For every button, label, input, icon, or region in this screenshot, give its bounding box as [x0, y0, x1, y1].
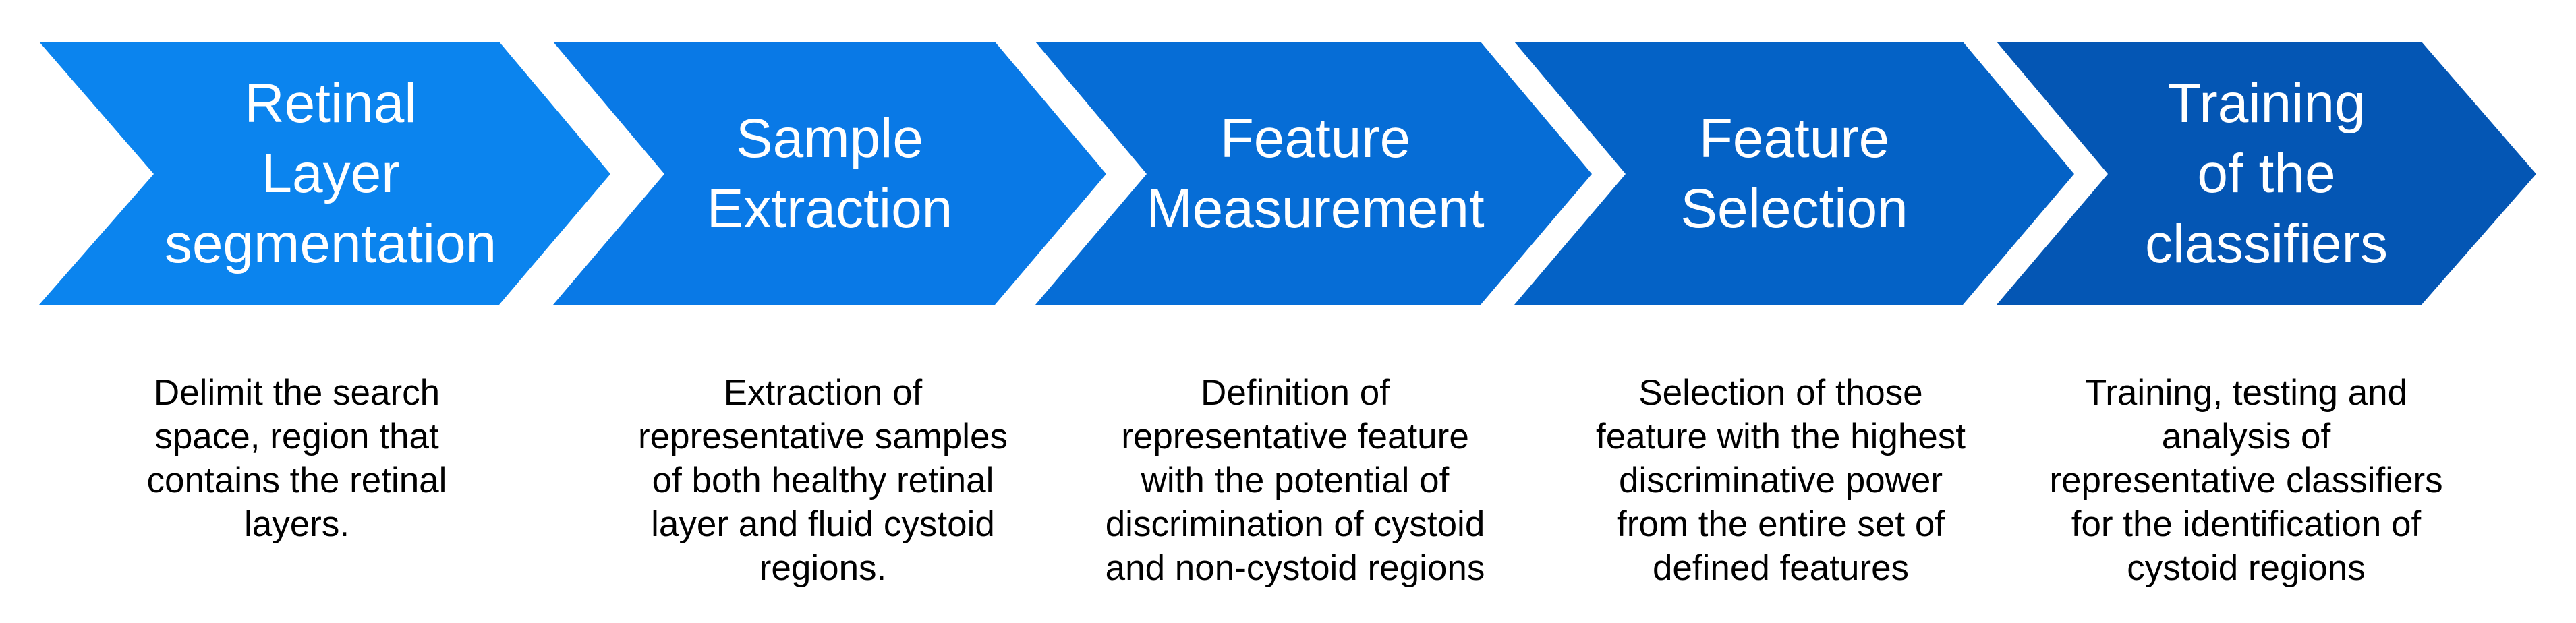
step-1-chevron: [39, 42, 610, 305]
step-2-title: Sample Extraction: [706, 107, 953, 239]
step-5-title: Training of the classifiers: [2145, 72, 2388, 274]
step-1-title: Retinal Layer segmentation: [164, 72, 497, 274]
step-3-chevron: [1035, 42, 1592, 305]
step-1-description: Delimit the search space, region that co…: [146, 373, 447, 544]
step-3-title: Feature Measurement: [1146, 107, 1485, 239]
step-2-chevron: [553, 42, 1106, 305]
step-4-title: Feature Selection: [1680, 107, 1908, 239]
step-4-description: Selection of those feature with the high…: [1595, 373, 1966, 588]
step-2-description: Extraction of representative samples of …: [638, 373, 1008, 588]
step-5-chevron: [1997, 42, 2536, 305]
step-3-description: Definition of representative feature wit…: [1105, 373, 1485, 588]
step-5-description: Training, testing and analysis of repres…: [2049, 373, 2443, 588]
step-4-chevron: [1514, 42, 2074, 305]
